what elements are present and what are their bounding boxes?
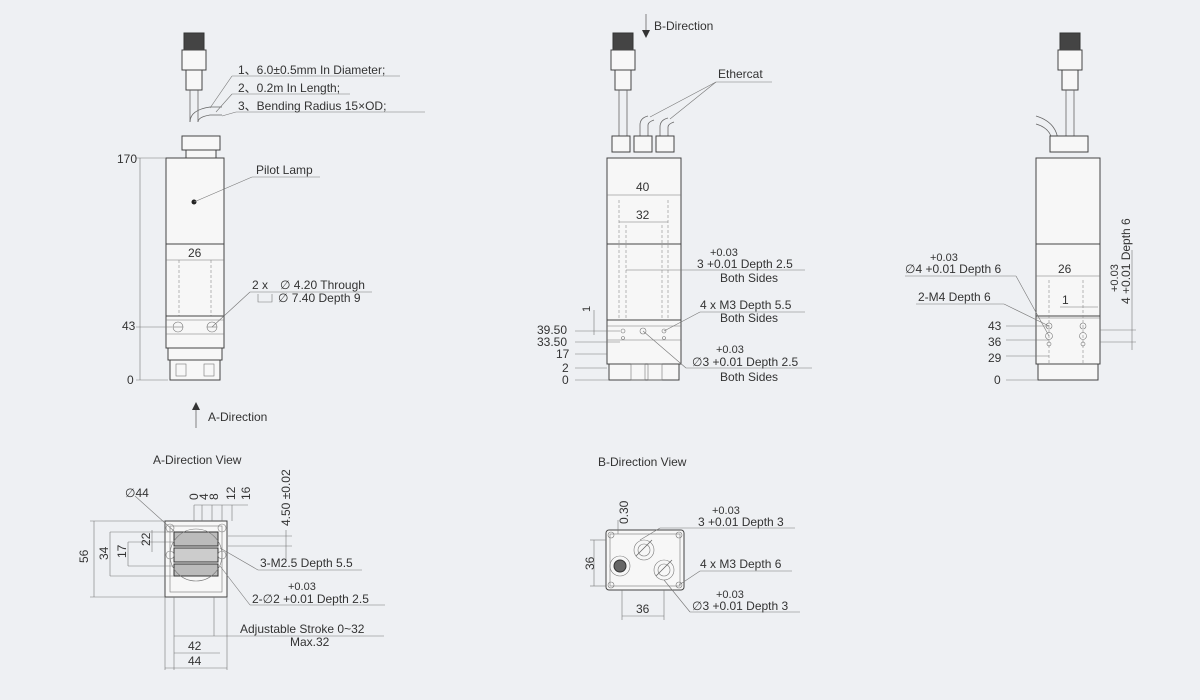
note-3: 3、Bending Radius 15×OD; (238, 99, 386, 113)
b-direction-label: B-Direction (654, 19, 713, 33)
a-m25: 3-M2.5 Depth 5.5 (260, 556, 353, 570)
right-dim-0: 0 (994, 373, 1001, 387)
a-tick-0: 0 (187, 493, 201, 500)
a-tol-upper: +0.03 (288, 581, 316, 593)
side-tol1-main: 3 +0.01 Depth 2.5 (697, 257, 793, 271)
side-tol1-upper: +0.03 (710, 247, 738, 259)
a-vert-tol: 4.50 ±0.02 (279, 469, 293, 526)
b-dim-030: 0.30 (617, 500, 631, 524)
front-view: 170 43 0 26 Pilot Lamp 1、6.0±0.5mm In Di… (117, 32, 425, 428)
b-tol1-main: 3 +0.01 Depth 3 (698, 515, 784, 529)
side-dim-17: 17 (556, 347, 570, 361)
right-tol-main: ∅4 +0.01 Depth 6 (905, 262, 1002, 276)
b-tol2-upper: +0.03 (716, 589, 744, 601)
side-dim-2: 2 (562, 361, 569, 375)
side-tol1-sides: Both Sides (720, 271, 778, 285)
a-dim-17: 17 (115, 544, 129, 558)
a-direction-view: A-Direction View 0 4 8 12 16 ∅44 4.50 ±0… (77, 453, 385, 670)
hole-callout-through: ∅ 4.20 Through (280, 278, 365, 292)
a-dim-44: 44 (188, 654, 202, 668)
hole-callout-depth: ∅ 7.40 Depth 9 (278, 291, 361, 305)
right-dim-26: 26 (1058, 262, 1072, 276)
a-tick-16: 16 (239, 486, 253, 500)
right-dim-29: 29 (988, 351, 1002, 365)
a-tick-8: 8 (207, 493, 221, 500)
side-dim-1: 1 (581, 306, 593, 312)
right-dim-36: 36 (988, 335, 1002, 349)
b-direction-view: B-Direction View 0.30 36 36 +0.03 3 (583, 455, 800, 620)
side-dim-33-50: 33.50 (537, 335, 567, 349)
side-dim-32: 32 (636, 208, 650, 222)
front-dim-43: 43 (122, 319, 136, 333)
note-2: 2、0.2m In Length; (238, 81, 340, 95)
b-m3: 4 x M3 Depth 6 (700, 557, 782, 571)
front-dim-26: 26 (188, 246, 202, 260)
b-tol2-main: ∅3 +0.01 Depth 3 (692, 599, 789, 613)
side-tol2-sides: Both Sides (720, 370, 778, 384)
right-vtol-upper: +0.03 (1109, 264, 1121, 292)
front-dim-0: 0 (127, 373, 134, 387)
a-tol-main: 2-∅2 +0.01 Depth 2.5 (252, 592, 369, 606)
a-dia-44: ∅44 (125, 486, 149, 500)
right-dim-1: 1 (1062, 293, 1069, 307)
right-tol-upper: +0.03 (930, 252, 958, 264)
side-m3-main: 4 x M3 Depth 5.5 (700, 298, 792, 312)
a-view-title: A-Direction View (153, 453, 242, 467)
side-m3-sides: Both Sides (720, 311, 778, 325)
ethercat-label: Ethercat (718, 67, 763, 81)
note-1: 1、6.0±0.5mm In Diameter; (238, 63, 385, 77)
a-stroke-1: Adjustable Stroke 0~32 (240, 622, 365, 636)
side-dim-40: 40 (636, 180, 650, 194)
a-tick-4: 4 (197, 493, 211, 500)
right-view: 26 1 +0.03 ∅4 +0.01 Depth 6 2-M4 Depth 6… (905, 32, 1136, 387)
right-vtol-main: 4 +0.01 Depth 6 (1119, 218, 1133, 304)
a-dim-56: 56 (77, 549, 91, 563)
b-tol1-upper: +0.03 (712, 505, 740, 517)
a-dim-22: 22 (139, 532, 153, 546)
front-dim-170: 170 (117, 152, 137, 166)
side-tol2-upper: +0.03 (716, 344, 744, 356)
right-m4: 2-M4 Depth 6 (918, 290, 991, 304)
a-stroke-2: Max.32 (290, 635, 330, 649)
side-tol2-main: ∅3 +0.01 Depth 2.5 (692, 355, 799, 369)
b-dim-36-horiz: 36 (636, 602, 650, 616)
a-dim-34: 34 (97, 546, 111, 560)
a-tick-12: 12 (224, 486, 238, 500)
b-view-title: B-Direction View (598, 455, 687, 469)
a-direction-label: A-Direction (208, 410, 267, 424)
b-dim-36-vert: 36 (583, 556, 597, 570)
side-dim-0: 0 (562, 373, 569, 387)
side-view: B-Direction Ethercat (537, 14, 812, 387)
hole-callout-count: 2 x (252, 278, 268, 292)
a-dim-42: 42 (188, 639, 202, 653)
right-dim-43: 43 (988, 319, 1002, 333)
pilot-lamp-label: Pilot Lamp (256, 163, 313, 177)
side-dim-39-50: 39.50 (537, 323, 567, 337)
